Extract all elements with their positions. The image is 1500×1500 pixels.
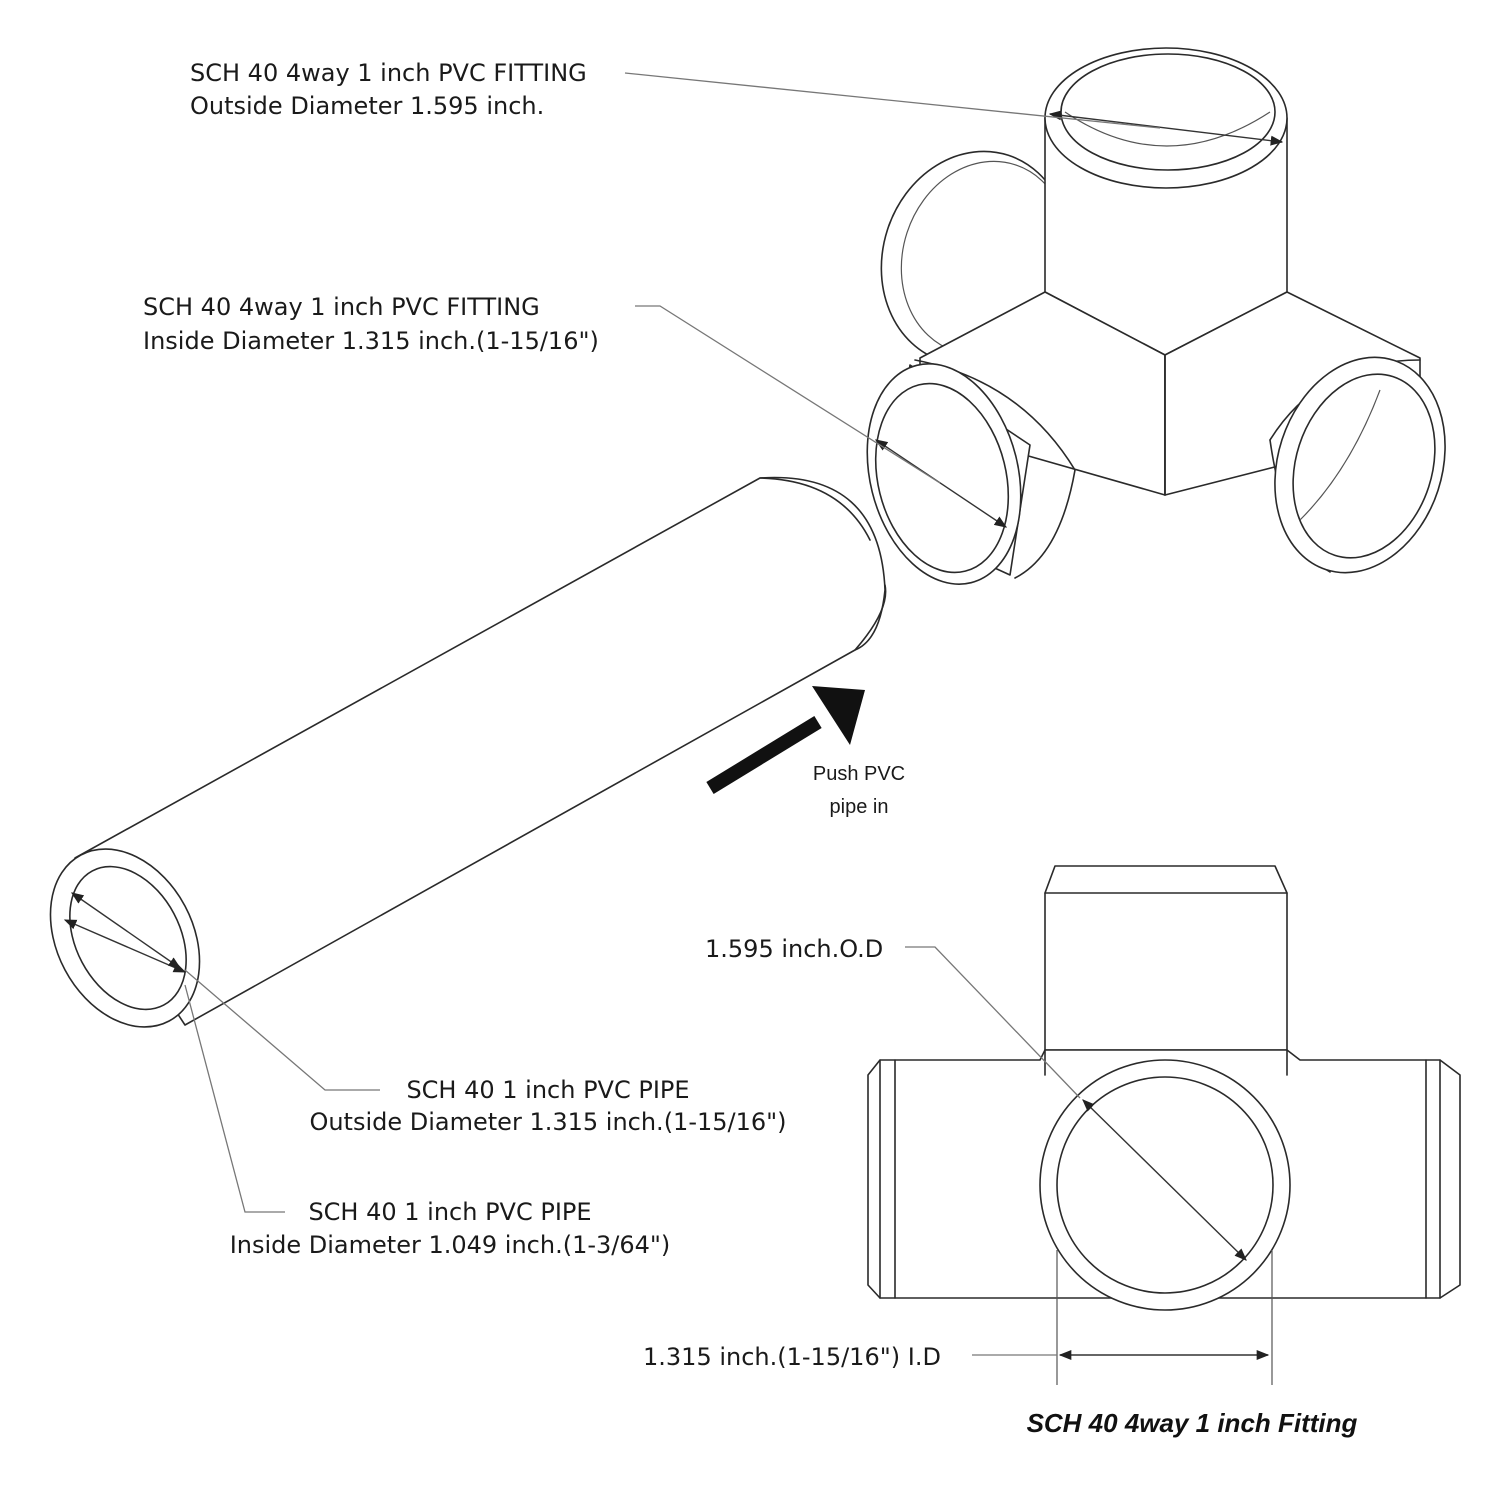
push-arrow <box>706 686 865 794</box>
front-od-leader <box>905 946 1081 1099</box>
fitting-front-view <box>867 865 1461 1385</box>
pipe-od-label-line2: Outside Diameter 1.315 inch.(1-15/16") <box>309 1108 786 1136</box>
pipe-od-label-line1: SCH 40 1 inch PVC PIPE <box>406 1076 689 1104</box>
fitting-od-label-line1: SCH 40 4way 1 inch PVC FITTING <box>190 59 587 87</box>
front-od-dimension <box>1082 1099 1247 1261</box>
diagram-caption: SCH 40 4way 1 inch Fitting <box>1027 1408 1358 1438</box>
push-label-line1: Push PVC <box>813 763 905 785</box>
front-od-label: 1.595 inch.O.D <box>705 935 883 963</box>
pipe-od-leader <box>184 969 380 1091</box>
pipe-id-leader <box>184 984 285 1213</box>
push-label-line2: pipe in <box>830 796 889 818</box>
fitting-right-outlet <box>1269 356 1446 574</box>
fitting-od-dimension <box>1048 110 1284 146</box>
fitting-od-leader <box>624 72 1161 129</box>
fitting-id-leader <box>635 305 941 484</box>
fitting-id-label-line1: SCH 40 4way 1 inch PVC FITTING <box>143 293 540 321</box>
pipe-id-label-line1: SCH 40 1 inch PVC PIPE <box>308 1198 591 1226</box>
fitting-top-collar <box>1044 47 1288 356</box>
pipe-id-dimension <box>70 892 182 969</box>
pipe <box>49 476 887 1028</box>
fitting-od-label-line2: Outside Diameter 1.595 inch. <box>190 92 544 120</box>
front-id-label: 1.315 inch.(1-15/16") I.D <box>643 1343 941 1371</box>
fitting-id-label-line2: Inside Diameter 1.315 inch.(1-15/16") <box>143 327 599 355</box>
fitting-3d <box>866 47 1446 585</box>
fitting-id-dimension <box>874 439 1008 528</box>
pipe-id-label-line2: Inside Diameter 1.049 inch.(1-3/64") <box>230 1231 671 1259</box>
